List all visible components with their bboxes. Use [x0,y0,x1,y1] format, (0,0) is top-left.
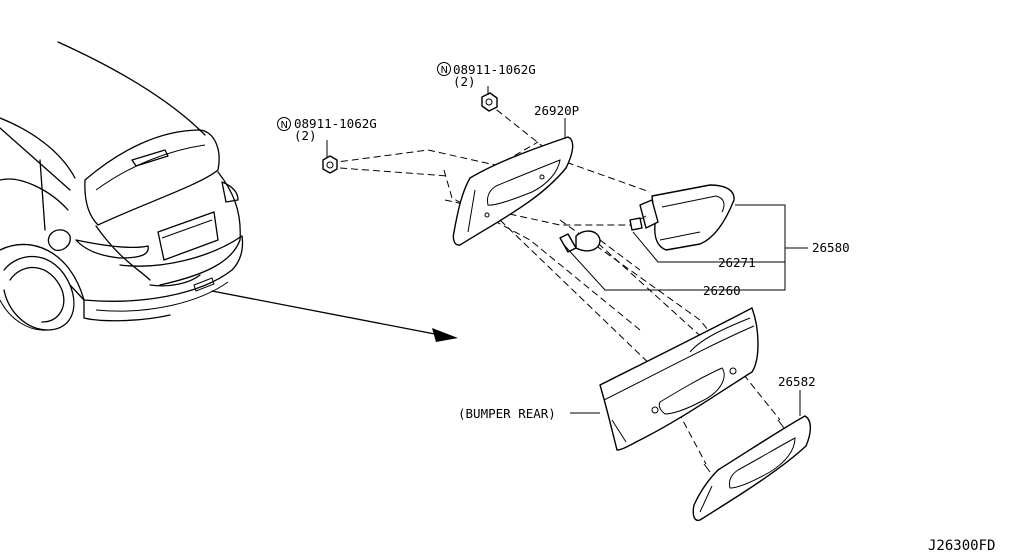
callout-nut-upper: N 08911-1062G (2) [437,62,536,89]
part-code: 08911-1062G [453,62,536,77]
label-lamp-assembly: 26580 [812,240,850,255]
finisher-upper [452,136,574,246]
label-socket: 26271 [718,255,756,270]
rear-bumper [599,307,759,451]
circle-n-icon [437,62,451,76]
lamp-assembly [629,184,735,251]
nut-left [322,155,338,174]
nut-upper [481,92,498,112]
label-bumper: (BUMPER REAR) [458,406,556,421]
finisher-lower [692,415,812,522]
quantity: (2) [453,74,476,89]
label-bulb: 26260 [703,283,741,298]
quantity: (2) [294,128,317,143]
circle-letter: N [281,120,288,131]
bulb [559,230,601,253]
label-finisher-lower: 26582 [778,374,816,389]
part-code: 08911-1062G [294,116,377,131]
circle-n-icon [277,117,291,131]
callout-nut-left: N 08911-1062G (2) [277,116,377,143]
leader-lines [326,86,808,416]
direction-arrow [211,290,458,342]
diagram-id: J26300FD [928,538,995,554]
vehicle-rear-illustration [0,41,244,331]
circle-letter: N [441,65,448,76]
label-finisher-upper: 26920P [534,103,579,118]
